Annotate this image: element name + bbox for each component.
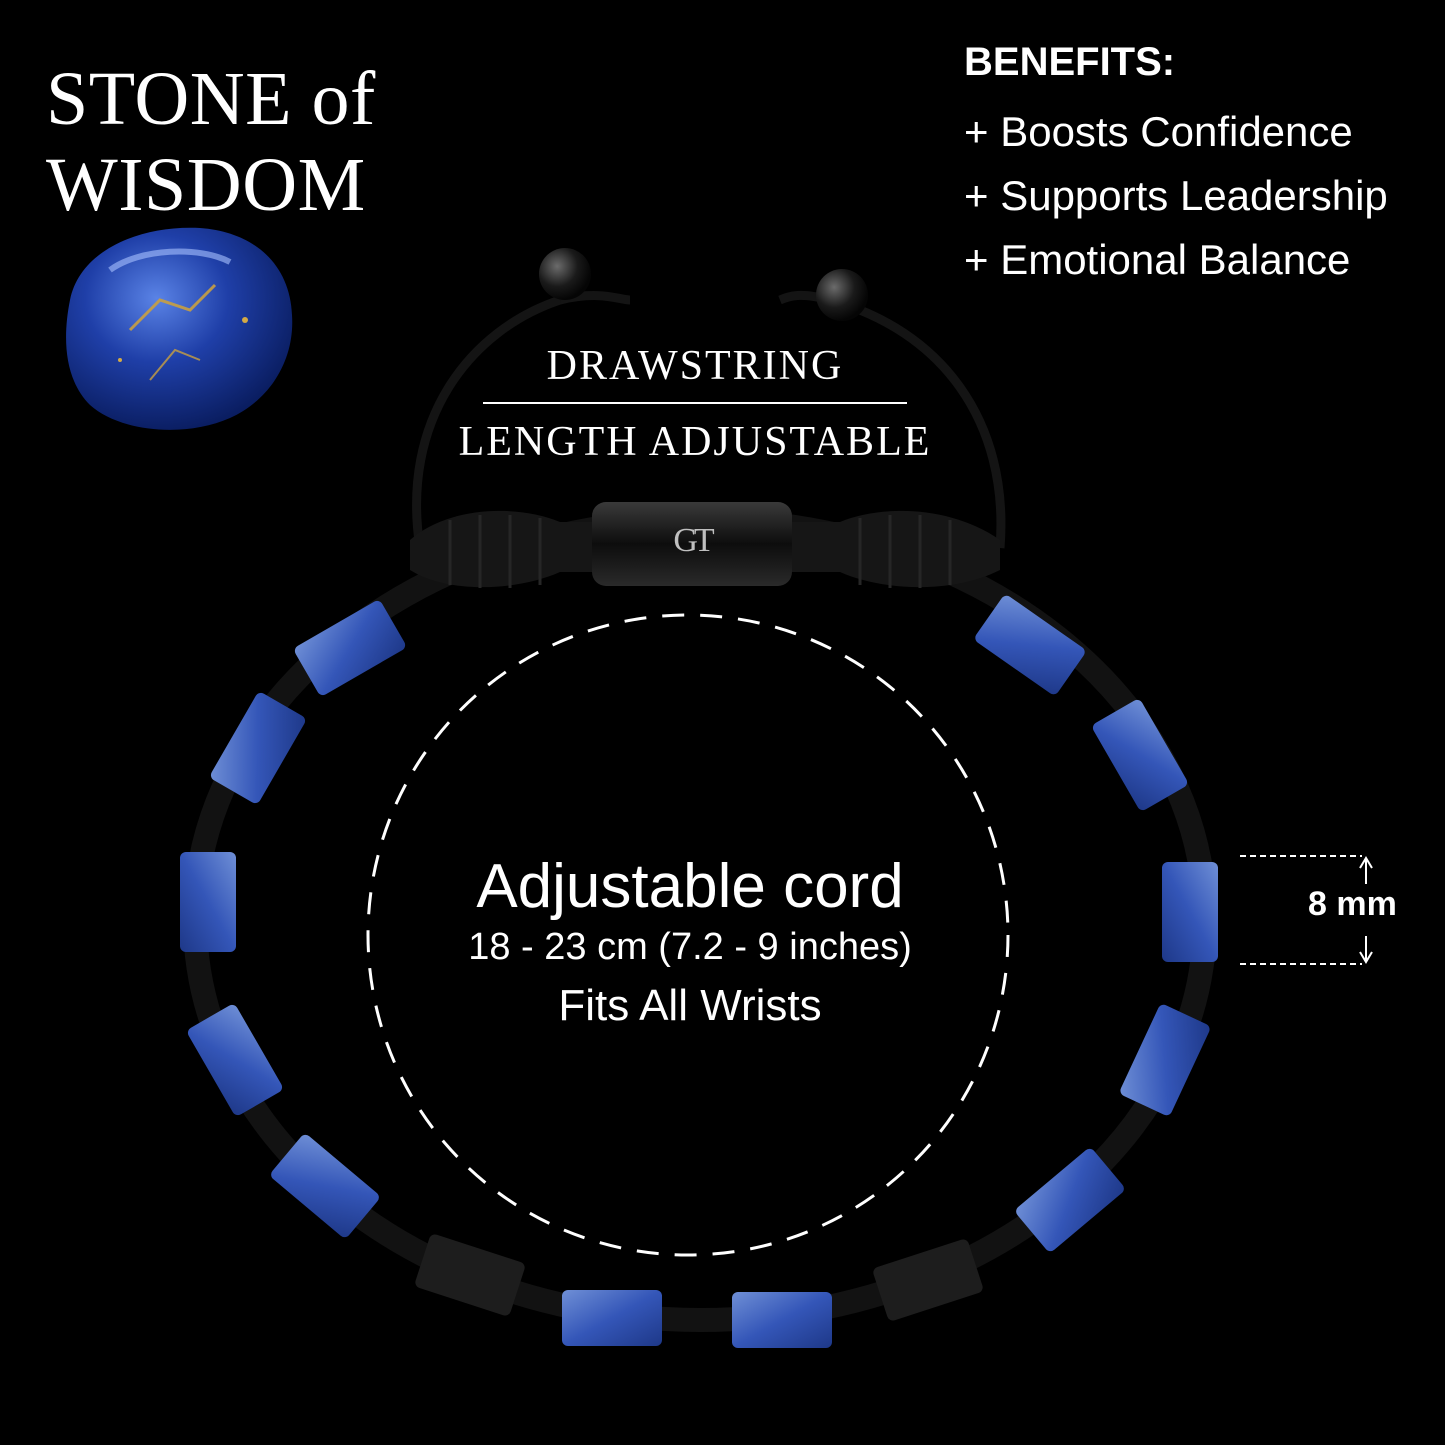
bead	[562, 1290, 662, 1346]
bead	[1120, 1004, 1210, 1116]
benefits-list: BENEFITS: + Boosts Confidence + Supports…	[964, 38, 1434, 292]
bead-size-label: 8 mm	[1308, 885, 1397, 923]
wrist-size-circle	[366, 613, 1010, 1257]
bead	[294, 600, 406, 696]
cord-info: Adjustable cord 18 - 23 cm (7.2 - 9 inch…	[390, 850, 990, 1038]
bead	[975, 595, 1085, 695]
lapis-stone-image	[66, 227, 293, 430]
drawstring-subtitle: LENGTH ADJUSTABLE	[458, 419, 932, 465]
bead	[1162, 862, 1218, 962]
bead	[1092, 699, 1188, 811]
cord-fit: Fits All Wrists	[558, 981, 822, 1030]
benefit-item-confidence: + Boosts Confidence	[964, 108, 1353, 155]
bead	[1016, 1148, 1124, 1252]
cord-size: 18 - 23 cm (7.2 - 9 inches)	[468, 926, 912, 968]
clasp-bar	[592, 502, 792, 586]
benefit-item-leadership: + Supports Leadership	[964, 172, 1388, 219]
benefit-item-balance: + Emotional Balance	[964, 236, 1351, 283]
lapis-beads	[180, 595, 1218, 1348]
benefits-heading: BENEFITS:	[964, 40, 1176, 84]
bead	[732, 1292, 832, 1348]
title-line-1: STONE of	[46, 57, 376, 141]
bead	[210, 692, 306, 804]
end-bead-left	[539, 248, 591, 300]
bead-dimension-marker	[1240, 855, 1373, 965]
end-bead-right	[816, 269, 868, 321]
drawstring-title: DRAWSTRING	[546, 343, 844, 389]
bead-hematite	[415, 1234, 525, 1316]
bead	[187, 1004, 283, 1116]
bead-hematite	[873, 1239, 983, 1321]
bead	[271, 1134, 379, 1238]
cord-title: Adjustable cord	[476, 852, 904, 921]
clasp-logo: GT	[673, 522, 714, 559]
page-title: STONE of WISDOM	[46, 56, 376, 228]
bead	[180, 852, 236, 952]
drawstring-label: DRAWSTRING LENGTH ADJUSTABLE	[430, 338, 960, 470]
title-line-2: WISDOM	[46, 143, 366, 227]
drawstring-divider	[483, 402, 907, 404]
